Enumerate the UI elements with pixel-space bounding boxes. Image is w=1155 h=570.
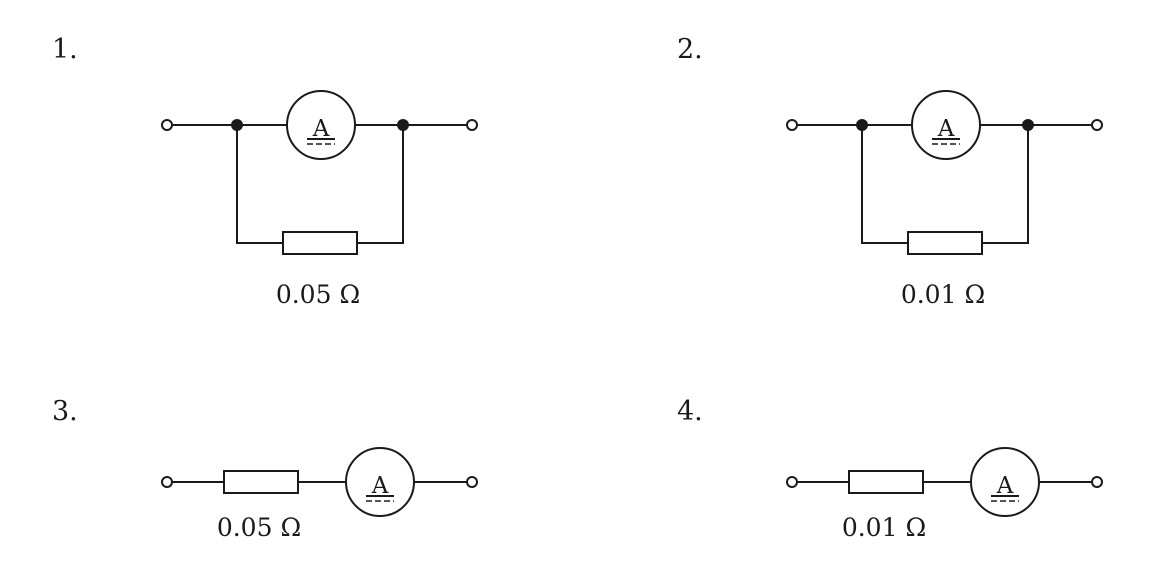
circuit-2-terminal-right	[1091, 119, 1103, 131]
circuit-4: 4. A 0.01 Ω	[677, 396, 1103, 542]
circuit-1: 1. A 0.05 Ω	[52, 34, 478, 309]
circuit-4-terminal-right	[1091, 476, 1103, 488]
circuit-1-wires	[172, 124, 467, 244]
circuit-2-ammeter-label: A	[937, 116, 955, 142]
circuit-3-ammeter-label: A	[371, 473, 389, 499]
circuit-2-number: 2.	[677, 34, 703, 65]
circuit-4-ammeter: A	[970, 447, 1040, 517]
circuit-1-terminal-left	[161, 119, 173, 131]
circuit-3-number: 3.	[52, 396, 78, 427]
circuit-1-ammeter-label: A	[312, 116, 330, 142]
circuit-4-number: 4.	[677, 396, 703, 427]
circuit-1-ammeter: A	[286, 90, 356, 160]
circuit-3: 3. A 0.05 Ω	[52, 396, 478, 542]
circuit-3-ammeter: A	[345, 447, 415, 517]
circuit-2-terminal-left	[786, 119, 798, 131]
circuit-4-ammeter-label: A	[996, 473, 1014, 499]
circuit-2-ammeter: A	[911, 90, 981, 160]
circuit-2-junction-left	[856, 119, 868, 131]
circuit-3-terminal-left	[161, 476, 173, 488]
circuit-4-resistor	[848, 470, 924, 494]
circuit-3-resistor	[223, 470, 299, 494]
circuit-2: 2. A 0.01 Ω	[677, 34, 1103, 309]
circuit-2-junction-right	[1022, 119, 1034, 131]
circuit-4-terminal-left	[786, 476, 798, 488]
circuit-2-resistor	[907, 231, 983, 255]
circuit-1-terminal-right	[466, 119, 478, 131]
circuit-4-resistor-label: 0.01 Ω	[842, 513, 926, 542]
circuit-3-terminal-right	[466, 476, 478, 488]
circuit-2-resistor-label: 0.01 Ω	[901, 280, 985, 309]
circuit-1-resistor-label: 0.05 Ω	[276, 280, 360, 309]
circuit-1-junction-right	[397, 119, 409, 131]
circuit-1-resistor	[282, 231, 358, 255]
circuit-1-junction-left	[231, 119, 243, 131]
circuit-3-resistor-label: 0.05 Ω	[217, 513, 301, 542]
circuit-2-wires	[797, 124, 1092, 244]
circuit-1-number: 1.	[52, 34, 78, 65]
